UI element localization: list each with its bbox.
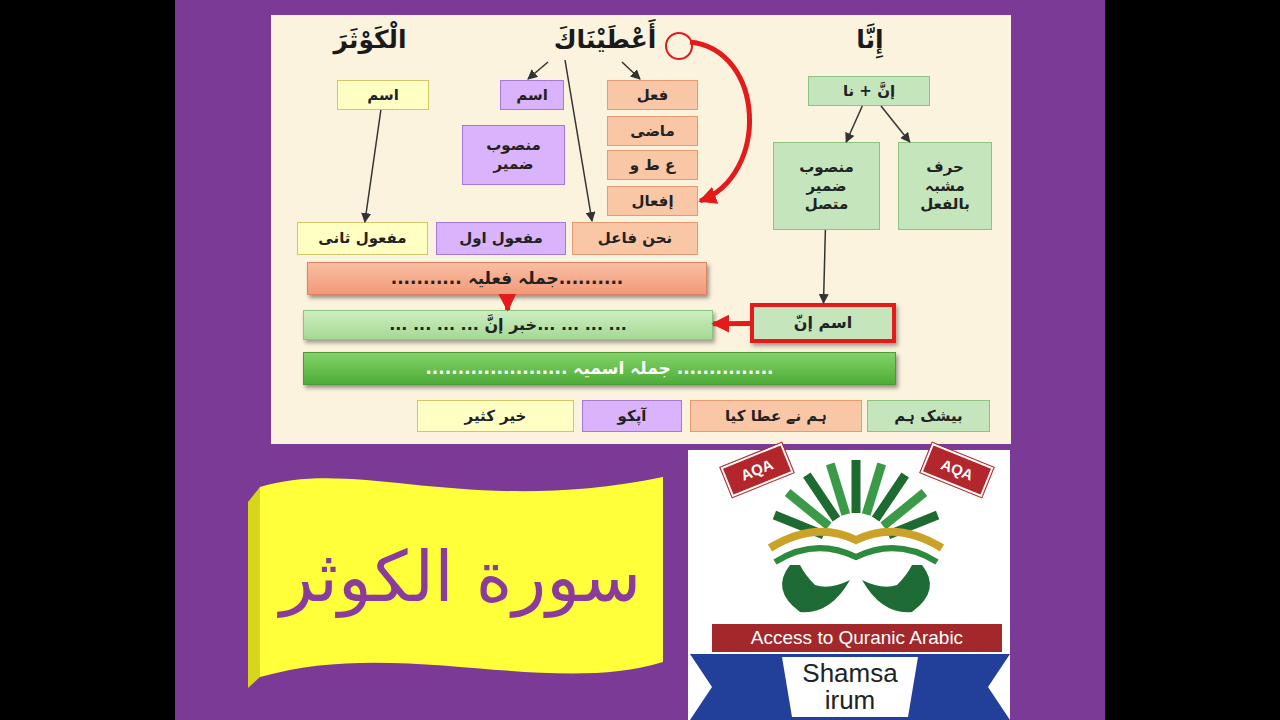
- node-text: ع ط و: [630, 156, 676, 175]
- grammar-box: إفعال: [607, 186, 698, 216]
- grammar-box: منصوب ضمير: [462, 125, 565, 185]
- translation-box: خیر کثیر: [417, 400, 574, 432]
- header-word: أَعْطَيْنَاكَ: [515, 22, 695, 57]
- node-text: اسم: [516, 86, 548, 105]
- connector-arrow: [846, 106, 862, 142]
- node-text: ..........جملہ فعلیہ ...........: [391, 268, 624, 289]
- node-text: نحن فاعل: [598, 229, 672, 248]
- book-green-arc: [775, 548, 937, 562]
- right-hand: [862, 565, 930, 612]
- logo-strip: Access to Quranic Arabic: [712, 624, 1002, 652]
- role-box: مفعول اول: [436, 222, 566, 255]
- grammar-box: ماضى: [607, 116, 698, 146]
- node-text: اسم: [367, 86, 399, 105]
- node-text: AQA: [938, 455, 976, 485]
- node-text: حرف مشبہ بالفعل: [916, 158, 974, 214]
- fan-ray: [866, 464, 882, 515]
- node-text: إنَّ + نا: [843, 82, 895, 101]
- left-hand: [782, 565, 850, 612]
- grammar-box: حرف مشبہ بالفعل: [898, 142, 992, 230]
- leader-arrow: [622, 62, 640, 79]
- ribbon-shape: [690, 654, 1010, 720]
- connector-arrow: [365, 110, 381, 222]
- grammar-box: اسم: [500, 80, 564, 110]
- logo-ribbon: Shamsa irum: [690, 654, 1010, 720]
- node-text: AQA: [738, 455, 776, 485]
- node-text: مفعول ثانی: [318, 229, 406, 248]
- book-gold-arc: [770, 532, 942, 548]
- word-box: إنَّ + نا: [808, 76, 930, 106]
- curved-red-arrow: [690, 42, 750, 201]
- translation-box: بیشک ہم: [867, 400, 990, 432]
- translation-box: ہم نے عطا کیا: [690, 400, 862, 432]
- leader-arrow: [565, 60, 592, 221]
- logo-tag: AQA: [920, 443, 993, 497]
- role-box: نحن فاعل: [572, 222, 698, 255]
- grammar-box: ع ط و: [607, 150, 698, 180]
- node-text: اسم إنّ: [794, 313, 852, 333]
- node-text: منصوب ضمير: [482, 136, 545, 174]
- logo-fan: [774, 460, 937, 535]
- node-text: خیر کثیر: [465, 407, 527, 426]
- highlight-circle: [666, 33, 692, 59]
- grammar-box: منصوب ضمير متصل: [773, 142, 880, 230]
- translation-box: آپکو: [582, 400, 682, 432]
- title-banner: سورة الكوثر: [248, 462, 673, 692]
- leader-arrow: [528, 62, 548, 79]
- node-text: منصوب ضمير متصل: [795, 158, 858, 214]
- node-text: فعل: [637, 86, 669, 105]
- connector-arrow: [505, 295, 510, 310]
- purple-panel: [175, 0, 1105, 720]
- node-text: بیشک ہم: [894, 407, 962, 426]
- header-word: الْكَوْثَرَ: [305, 22, 435, 57]
- cream-panel: [271, 15, 1011, 444]
- node-text: ہم نے عطا کیا: [725, 407, 827, 426]
- node-text: ماضى: [630, 122, 675, 141]
- ribbon-panel: [782, 657, 918, 717]
- node-text: سورة الكوثر: [280, 532, 641, 623]
- banner-fold: [248, 487, 260, 688]
- sentence-band: ... ... ... ...خبر إنَّ ... ... ... ...: [303, 310, 713, 340]
- connector-arrow: [713, 321, 750, 326]
- grammar-box: فعل: [607, 80, 698, 110]
- highlight-box: اسم إنّ: [750, 303, 896, 343]
- grammar-box: اسم: [337, 80, 429, 110]
- sentence-band: ............... جملہ اسمیہ .............…: [303, 352, 896, 385]
- node-text: Access to Quranic Arabic: [751, 626, 963, 650]
- node-text: إفعال: [631, 192, 673, 211]
- node-text: ............... جملہ اسمیہ .............…: [425, 358, 773, 379]
- node-text: مفعول اول: [459, 229, 543, 248]
- connector-arrow: [881, 106, 910, 142]
- sentence-band: ..........جملہ فعلیہ ...........: [307, 262, 707, 295]
- node-text: Shamsa irum: [795, 660, 905, 715]
- banner-shape: [260, 477, 663, 677]
- node-text: ... ... ... ...خبر إنَّ ... ... ... ...: [389, 315, 627, 335]
- role-box: مفعول ثانی: [297, 222, 428, 255]
- fan-ray: [852, 460, 861, 513]
- header-word: إِنَّا: [810, 22, 930, 57]
- logo-tag: AQA: [720, 443, 793, 497]
- node-text: آپکو: [618, 407, 647, 426]
- connector-arrow: [824, 230, 826, 303]
